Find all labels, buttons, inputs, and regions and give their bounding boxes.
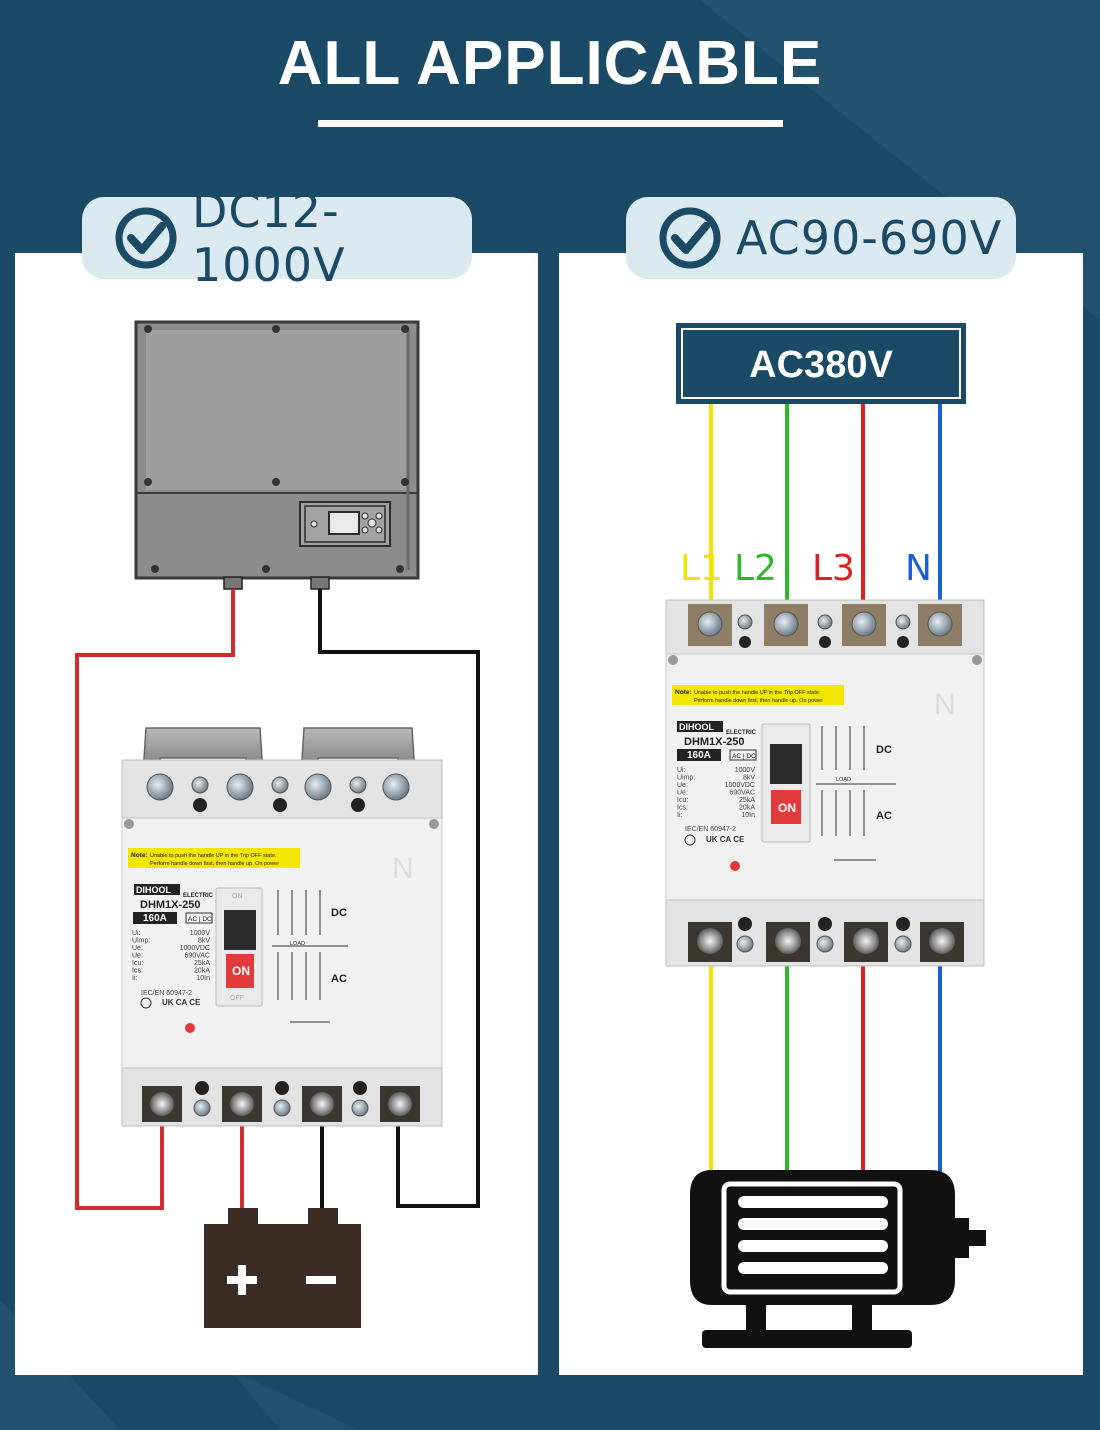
breaker-spec-value: 1000VDC (725, 782, 755, 789)
breaker-spec-value: 690VAC (729, 790, 755, 797)
breaker-spec-value: 10In (196, 975, 210, 982)
breaker-spec-key: Ue: (677, 790, 688, 797)
breaker-spec-key: Ii: (132, 975, 138, 982)
svg-text:DIHOOL: DIHOOL (679, 722, 715, 732)
svg-text:ON: ON (778, 801, 796, 815)
solar-inverter-icon (134, 320, 420, 590)
circuit-breaker-icon: Note: Unable to push the handle UP in th… (665, 599, 985, 967)
breaker-spec-key: Ue: (132, 945, 143, 952)
breaker-spec-value: 20kA (194, 968, 210, 975)
dc-range-label: DC12-1000V (192, 184, 346, 292)
title-underline (318, 120, 783, 127)
breaker-spec-value: 10In (741, 812, 755, 819)
svg-text:AC: AC (876, 810, 892, 822)
ac-range-pill: AC90-690V (626, 197, 1016, 279)
check-circle-icon (115, 207, 177, 269)
breaker-spec-key: Ics: (132, 968, 143, 975)
svg-text:Unable to push the handle UP i: Unable to push the handle UP in the Trip… (150, 853, 277, 859)
breaker-spec-key: Ii: (677, 812, 683, 819)
ac-wiring (709, 404, 942, 1172)
breaker-model: DHM1X-250 (140, 899, 201, 911)
breaker-spec-value: 1000V (735, 767, 756, 774)
breaker-type-badge: AC | DC (188, 916, 212, 923)
svg-text:LOAD: LOAD (836, 777, 851, 783)
breaker-marks: UK CA CE (162, 998, 201, 1007)
phase-label-l2: L2 (734, 548, 777, 589)
svg-text:Perform handle down first, the: Perform handle down first, then handle u… (694, 698, 823, 704)
svg-text:N: N (392, 852, 414, 885)
breaker-spec-key: Icu: (132, 960, 143, 967)
svg-text:DC: DC (876, 744, 892, 756)
breaker-spec-key: Ue: (677, 782, 688, 789)
electric-motor-icon (690, 1170, 986, 1348)
breaker-spec-value: 1000V (190, 930, 211, 937)
check-circle-icon (659, 207, 721, 269)
breaker-note-prefix: Note: (131, 852, 148, 859)
breaker-off-top: ON (232, 893, 243, 900)
breaker-load-label: LOAD (290, 941, 305, 947)
svg-text:N: N (934, 688, 956, 721)
ac-supply-label: AC380V (749, 344, 893, 386)
breaker-brand-sub: ELECTRIC (183, 893, 214, 899)
breaker-brand: DIHOOL (136, 885, 172, 895)
breaker-spec-key: Icu: (677, 797, 688, 804)
breaker-standard: IEC/EN 60947-2 (141, 990, 192, 997)
breaker-off-label: OFF (230, 995, 244, 1002)
phase-label-n: N (905, 548, 932, 589)
phase-label-l3: L3 (812, 548, 855, 589)
circuit-breaker-icon: Note: Unable to push the handle UP in th… (121, 727, 443, 1127)
battery-icon (204, 1208, 361, 1328)
breaker-spec-key: Uimp: (132, 938, 150, 945)
breaker-spec-value: 25kA (194, 960, 210, 967)
svg-text:IEC/EN 60947-2: IEC/EN 60947-2 (685, 826, 736, 833)
svg-text:Perform handle down first, the: Perform handle down first, then handle u… (150, 861, 279, 867)
breaker-on-label: ON (232, 964, 250, 978)
breaker-spec-key: Ui: (677, 767, 686, 774)
breaker-spec-key: Ue: (132, 953, 143, 960)
breaker-spec-value: 1000VDC (180, 945, 210, 952)
svg-text:Note:: Note: (675, 689, 692, 696)
svg-text:UK CA CE: UK CA CE (706, 835, 745, 844)
breaker-rating: 160A (143, 913, 167, 924)
ac-supply-box: AC380V (676, 323, 966, 404)
breaker-ac-label: AC (331, 973, 347, 985)
svg-text:Unable to push the handle UP i: Unable to push the handle UP in the Trip… (694, 690, 821, 696)
svg-text:AC | DC: AC | DC (732, 753, 756, 760)
phase-label-l1: L1 (680, 548, 723, 589)
breaker-spec-value: 20kA (739, 805, 755, 812)
dc-range-pill: DC12-1000V (82, 184, 472, 292)
breaker-spec-value: 8kV (198, 938, 210, 945)
breaker-spec-key: Uimp: (677, 775, 695, 782)
breaker-dc-label: DC (331, 907, 347, 919)
breaker-spec-value: 690VAC (184, 953, 210, 960)
breaker-spec-value: 8kV (743, 775, 755, 782)
svg-text:DHM1X-250: DHM1X-250 (684, 736, 745, 748)
breaker-spec-value: 25kA (739, 797, 755, 804)
svg-text:160A: 160A (687, 750, 711, 761)
svg-text:ELECTRIC: ELECTRIC (726, 730, 757, 736)
dc-wiring (75, 589, 480, 1210)
page-title: ALL APPLICABLE (277, 29, 823, 98)
breaker-spec-key: Ics: (677, 805, 688, 812)
ac-range-label: AC90-690V (736, 211, 1003, 265)
breaker-spec-key: Ui: (132, 930, 141, 937)
